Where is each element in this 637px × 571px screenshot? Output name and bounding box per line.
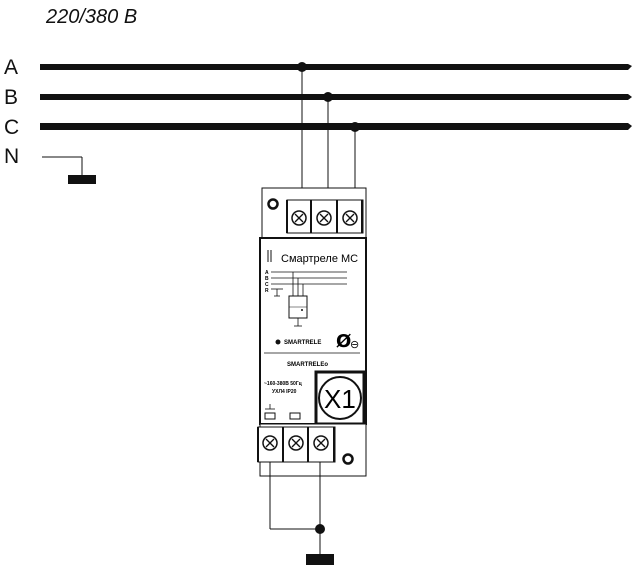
bus-line-c: [40, 123, 632, 130]
ground-block-bottom: [306, 554, 334, 565]
bus-line-b: [40, 94, 632, 100]
phase-bus-lines: [40, 64, 632, 130]
terminal-screw-bottom-3: [313, 435, 329, 451]
specs-line-2: УХЛ4 IP20: [272, 389, 297, 395]
voltage-label: 220/380 В: [45, 6, 137, 28]
x1-connector-circle: [318, 376, 362, 420]
bottom-mark-right: [289, 412, 301, 420]
terminal-screw-bottom-2: [288, 435, 304, 451]
brand-text: SMARTRELE: [284, 340, 321, 346]
phase-label-a: A: [4, 56, 18, 79]
mount-hole-bottom: [342, 453, 354, 465]
bus-line-a: [40, 64, 632, 70]
relay-device: A B C Смартреле МС A B C R: [257, 187, 367, 477]
inner-schematic: A B C R: [265, 270, 347, 327]
neutral-line: [42, 156, 96, 184]
device-name: Смартреле МС: [281, 253, 358, 265]
terminal-screw-top-c: [342, 210, 358, 226]
svg-text:A: A: [265, 270, 269, 276]
zero-symbol: Ø: [336, 331, 351, 352]
status-led: [275, 339, 281, 345]
terminal-screw-top-b: [316, 210, 332, 226]
phase-label-n: N: [4, 145, 19, 168]
phase-label-c: C: [4, 116, 19, 139]
brand-label: SMARTRELEo: [287, 362, 328, 368]
x1-label: X1: [324, 384, 356, 414]
svg-text:B: B: [265, 276, 269, 282]
terminal-screw-top-a: [291, 210, 307, 226]
bottom-mark-left: [264, 412, 276, 420]
terminal-screw-bottom-1: [262, 435, 278, 451]
bottom-ground-wiring: [269, 462, 334, 565]
indicator-symbol: ⊖: [350, 339, 359, 351]
mount-hole-top: [267, 198, 279, 210]
svg-text:C: C: [265, 282, 269, 288]
svg-text:R: R: [265, 288, 269, 294]
phase-label-b: B: [4, 86, 18, 109]
specs-line-1: ~160-380В 50Гц: [264, 381, 303, 387]
ground-block-top: [68, 175, 96, 184]
